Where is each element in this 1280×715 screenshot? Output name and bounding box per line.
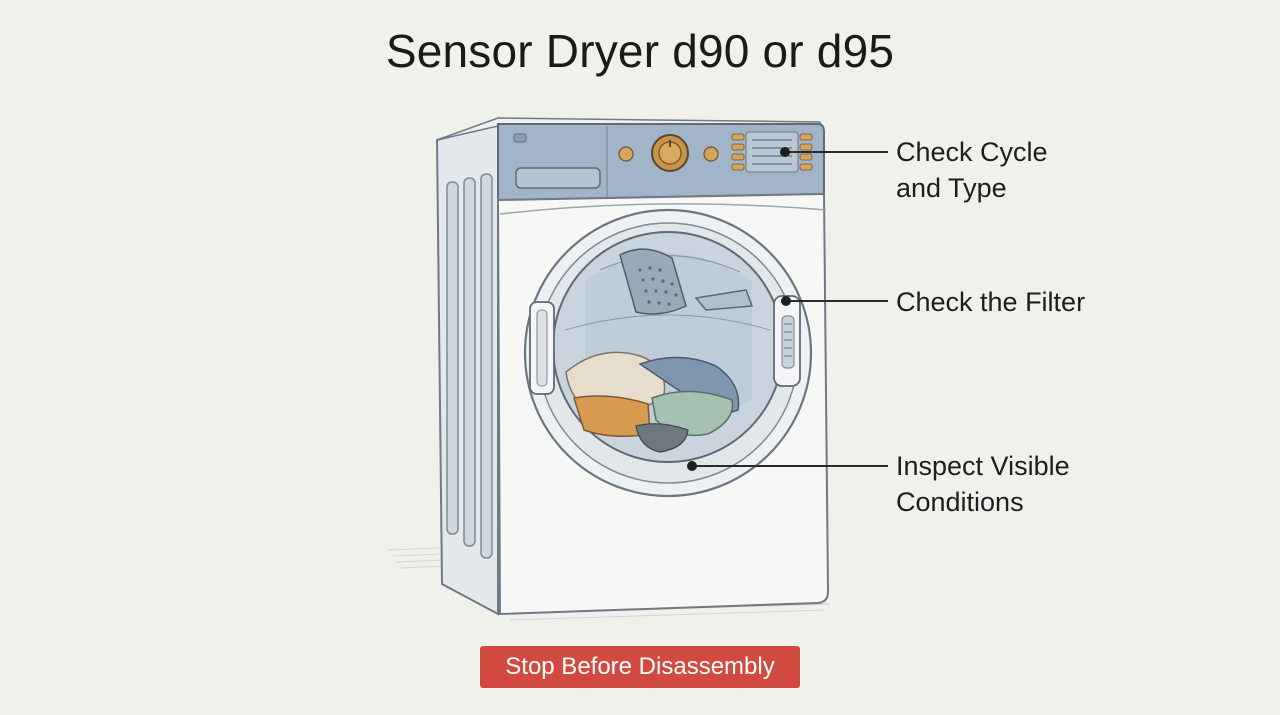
callout-leader-inspect <box>687 461 888 471</box>
callout-leader-cycle <box>780 147 888 157</box>
control-panel <box>497 123 825 202</box>
lint-filter-icon <box>619 248 687 315</box>
page-title: Sensor Dryer d90 or d95 <box>385 25 895 77</box>
dryer-door <box>523 208 813 498</box>
callout-check-cycle-line2: and Type <box>896 173 1007 203</box>
callout-check-filter: Check the Filter <box>896 284 1085 320</box>
callout-check-cycle-line1: Check Cycle <box>896 137 1048 167</box>
callout-check-filter-line1: Check the Filter <box>896 287 1086 317</box>
callout-inspect-line2: Conditions <box>896 487 1024 517</box>
dryer-side-panel <box>435 122 499 616</box>
stop-before-disassembly-button[interactable]: Stop Before Disassembly <box>480 646 800 688</box>
callout-leader-filter <box>781 296 888 306</box>
callout-inspect-line1: Inspect Visible <box>896 451 1070 481</box>
callout-inspect-conditions: Inspect Visible Conditions <box>896 448 1070 520</box>
callout-check-cycle: Check Cycle and Type <box>896 134 1048 206</box>
